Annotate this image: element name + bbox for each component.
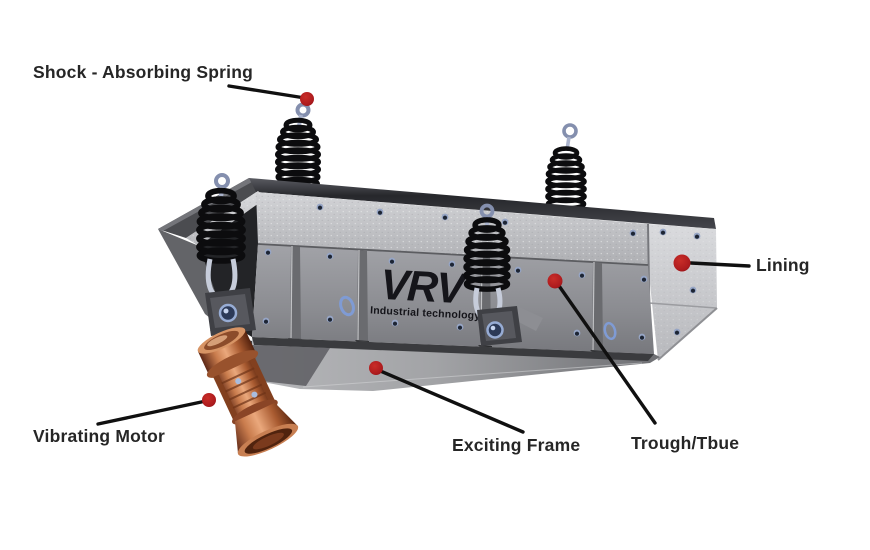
callout-label-exciting-frame: Exciting Frame (452, 435, 581, 455)
bolt-heads (262, 203, 701, 341)
vrv-logo: VRV Industrial technology (370, 261, 481, 322)
leader-shock-absorbing-spring (227, 84, 307, 100)
shock-spring-front-center (463, 203, 543, 346)
callout-dot-exciting-frame (369, 361, 383, 375)
callout-dots (202, 92, 691, 407)
callout-label-shock-absorbing-spring: Shock - Absorbing Spring (33, 62, 253, 82)
callout-leader-lines (96, 84, 751, 434)
callout-dot-trough (547, 273, 563, 289)
shock-spring-back-left (275, 102, 321, 192)
leader-lining (689, 261, 751, 268)
callout-label-vibrating-motor: Vibrating Motor (33, 426, 165, 446)
hardware-clips (339, 295, 617, 341)
callout-label-trough: Trough/Tbue (631, 433, 740, 453)
callout-dot-vibrating-motor (202, 393, 216, 407)
shock-spring-back-right (545, 123, 587, 211)
callout-dot-shock-absorbing-spring (300, 92, 314, 106)
callout-dot-lining (673, 254, 691, 272)
shock-spring-front-left (196, 173, 256, 336)
leader-vibrating-motor (96, 399, 208, 426)
logo-brand-text: VRV (379, 261, 469, 314)
front-panel (252, 244, 654, 354)
callout-label-lining: Lining (756, 255, 810, 275)
logo-tagline-text: Industrial technology (370, 304, 481, 322)
top-rim (249, 178, 716, 229)
vibrating-motor (197, 327, 299, 457)
leader-trough (555, 281, 657, 425)
leader-exciting-frame (376, 368, 525, 434)
